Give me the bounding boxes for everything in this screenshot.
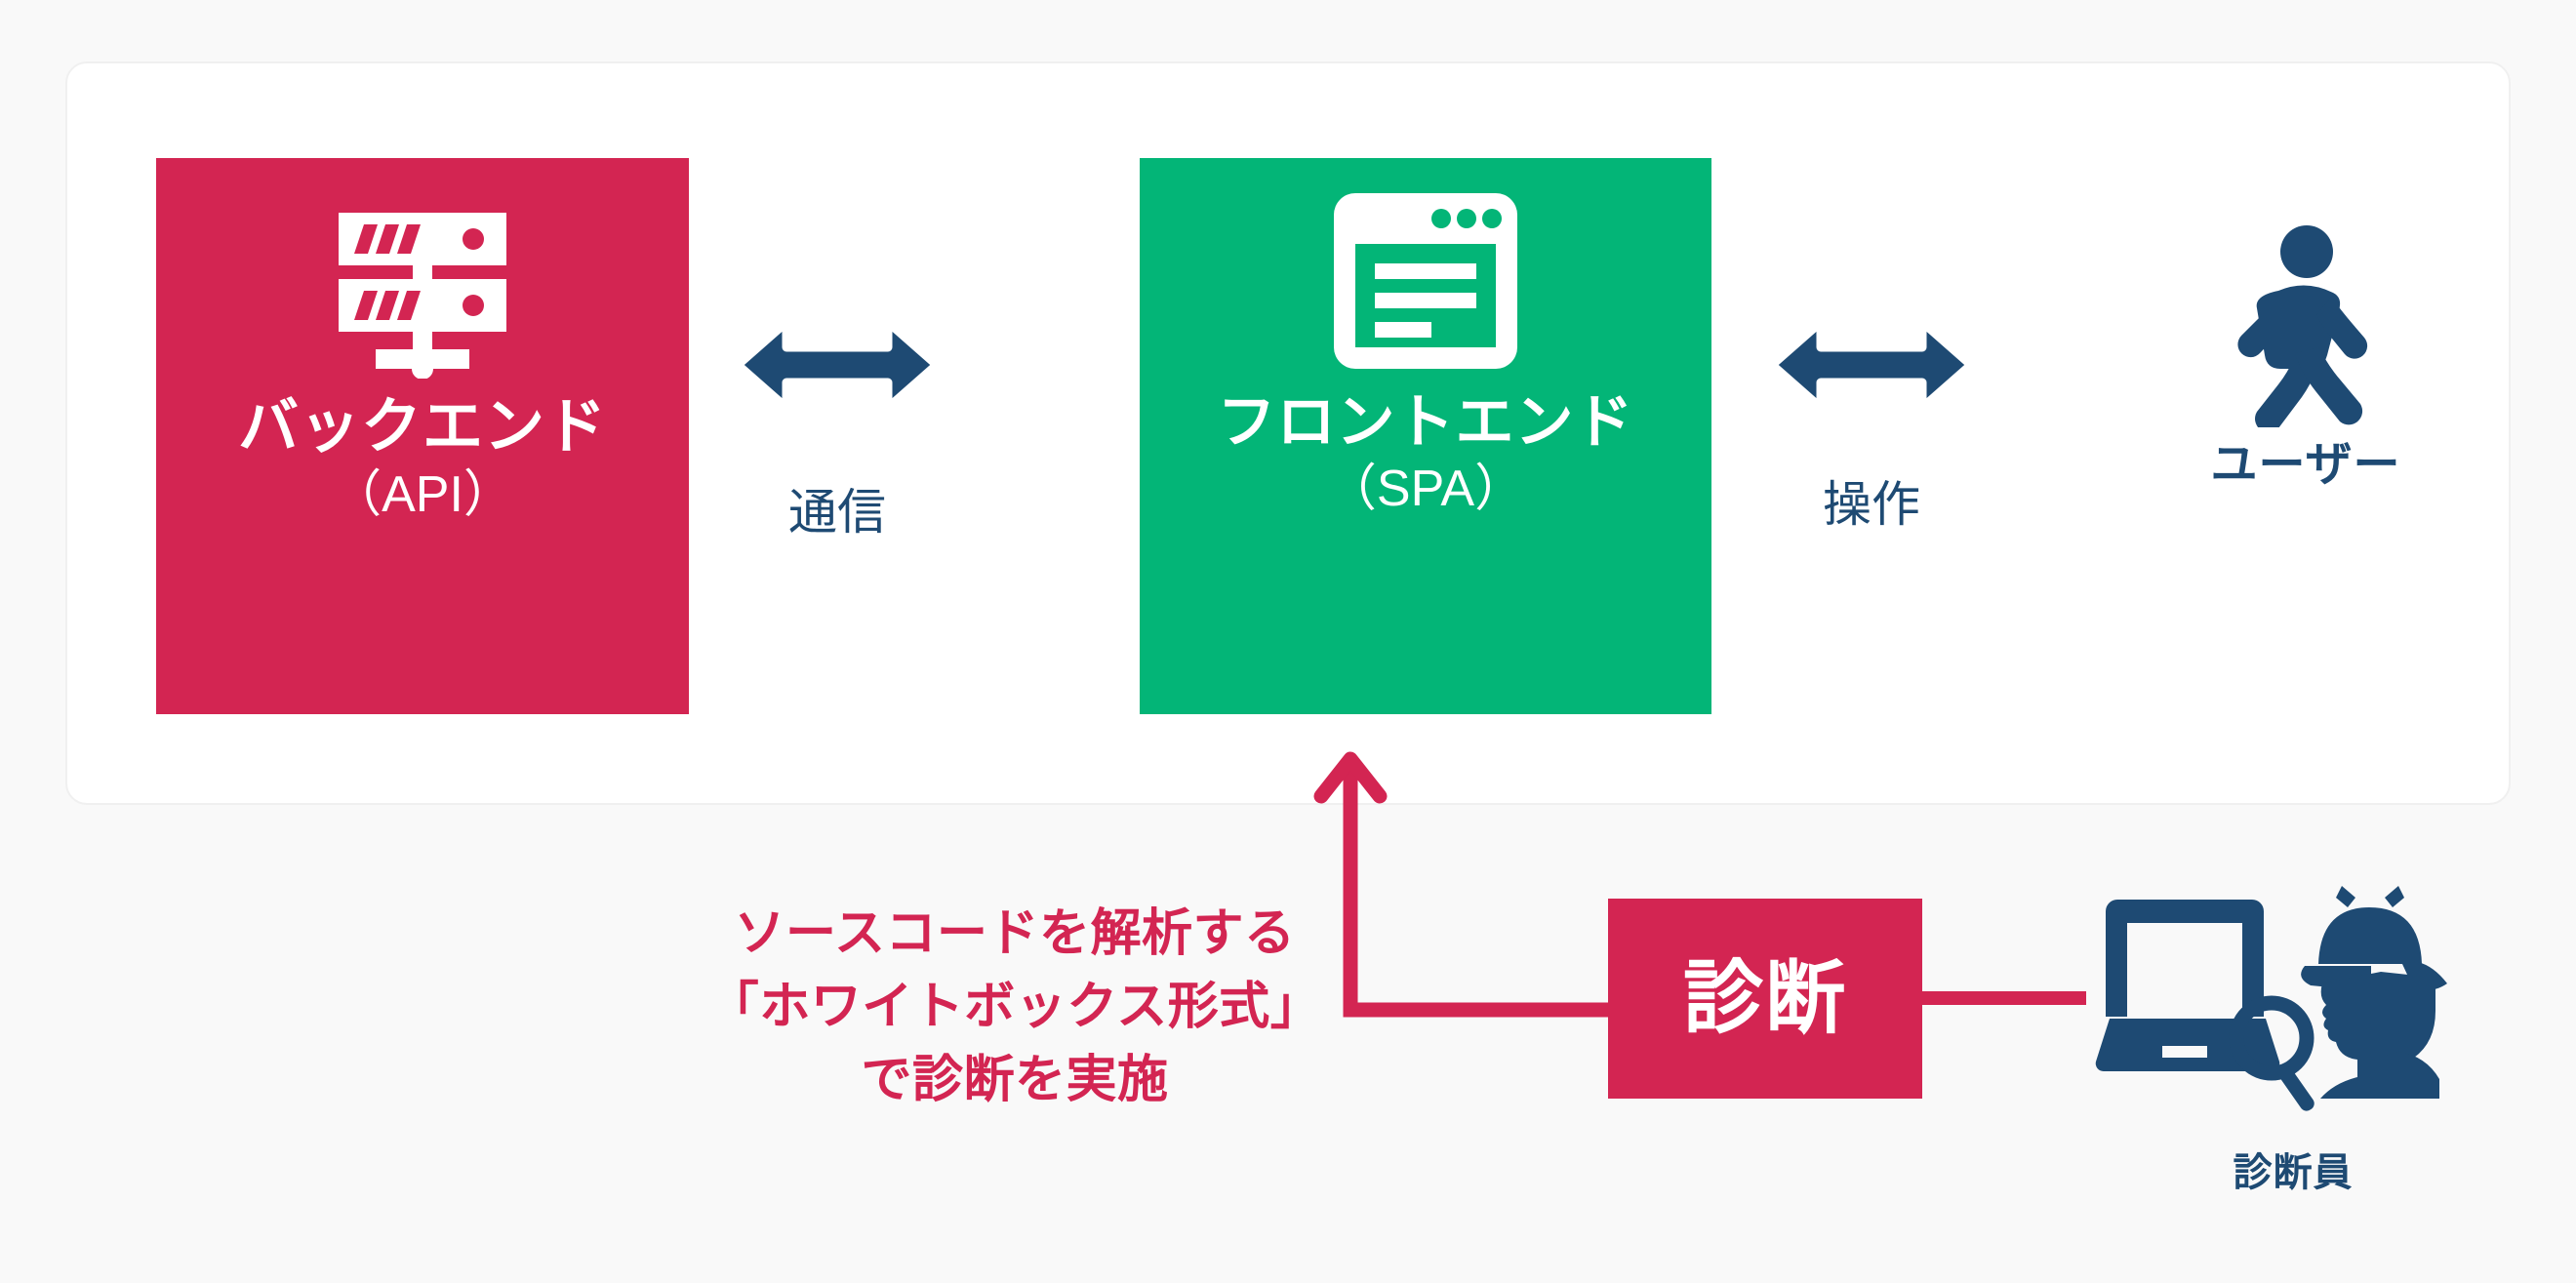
annotation-line-2: 「ホワイトボックス形式」 xyxy=(707,978,1322,1035)
walking-person-icon xyxy=(2237,225,2368,433)
communication-label: 通信 xyxy=(788,485,886,540)
diagnosis-badge[interactable]: 診断 xyxy=(1608,899,1922,1099)
frontend-subtitle: （SPA） xyxy=(1325,461,1526,518)
detective-laptop-icon xyxy=(2095,886,2447,1111)
server-rack-icon xyxy=(325,203,520,383)
operation-label: 操作 xyxy=(1823,477,1920,532)
inspector-label: 診断員 xyxy=(2233,1151,2354,1194)
annotation-text: ソースコードを解析する 「ホワイトボックス形式」 で診断を実施 xyxy=(673,898,1356,1117)
user-node[interactable]: ユーザー xyxy=(2194,222,2418,489)
backend-title: バックエンド xyxy=(237,393,607,461)
double-arrow-horizontal-icon xyxy=(733,312,942,422)
inspector-node[interactable] xyxy=(2080,878,2500,1127)
user-label: ユーザー xyxy=(2210,439,2401,491)
frontend-title: フロントエンド xyxy=(1217,389,1634,455)
backend-subtitle: （API） xyxy=(331,466,514,524)
annotation-line-1: ソースコードを解析する xyxy=(734,905,1296,962)
double-arrow-horizontal-icon-2 xyxy=(1767,312,1976,422)
annotation-line-3: で診断を実施 xyxy=(861,1051,1169,1108)
diagnosis-badge-label: 診断 xyxy=(1682,953,1847,1043)
browser-window-icon xyxy=(1328,187,1523,380)
badge-to-inspector-line xyxy=(1914,991,2086,1005)
backend-node[interactable]: バックエンド （API） xyxy=(156,158,689,714)
frontend-node[interactable]: フロントエンド （SPA） xyxy=(1140,158,1711,714)
